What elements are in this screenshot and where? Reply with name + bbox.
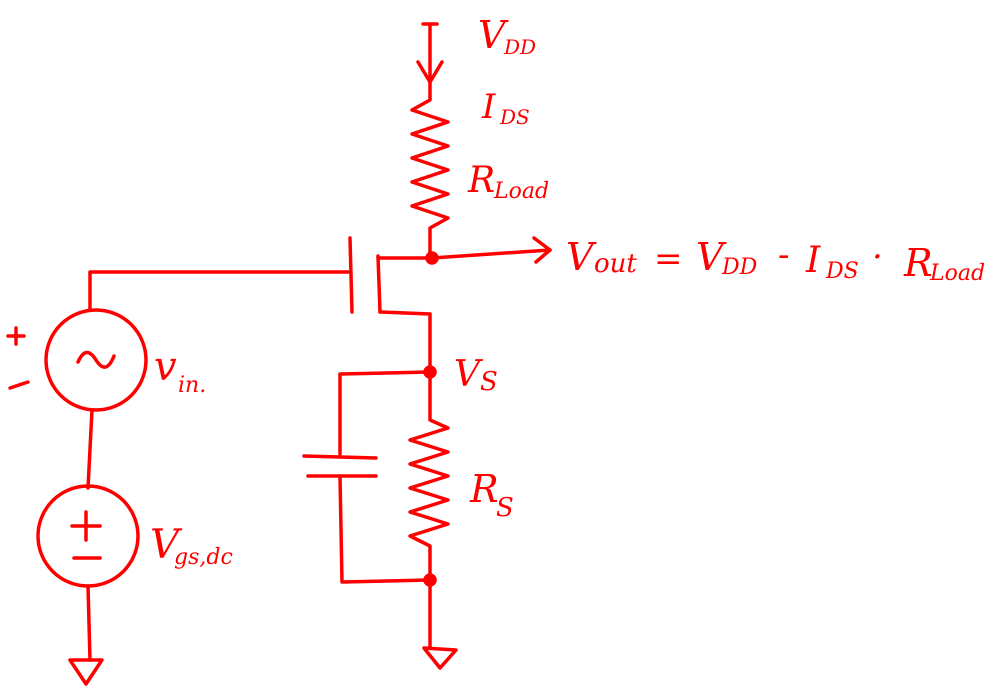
nmos-transistor-icon: [348, 236, 434, 316]
rs-resistor-icon: [408, 370, 450, 582]
ac-source-icon: [44, 308, 148, 412]
vout-minus: -: [778, 235, 790, 275]
vout-equals: =: [654, 239, 683, 279]
minus-marker: [8, 380, 30, 390]
vdd-subscript: DD: [503, 35, 536, 59]
ground-icon: [422, 578, 458, 670]
ids-label: I: [481, 87, 496, 127]
vin-label: v: [154, 344, 177, 390]
rs-label: R: [469, 467, 499, 511]
capacitor-icon: [302, 370, 432, 584]
rs-subscript: S: [496, 493, 514, 523]
rload-subscript: Load: [493, 179, 549, 204]
vs-subscript: S: [480, 367, 498, 397]
vout-ids-label: I: [805, 240, 821, 281]
output-arrow-icon: [430, 236, 552, 264]
ground-icon: [68, 584, 104, 686]
dc-source-icon: [36, 484, 140, 588]
vout-dot: ·: [872, 237, 883, 277]
vdd-label: V: [478, 13, 509, 57]
vout-ids-subscript: DS: [825, 259, 859, 284]
vgs-label: V: [150, 522, 183, 568]
vout-rload-subscript: Load: [929, 261, 985, 286]
rload-label: R: [467, 160, 495, 201]
vgs-subscript: gs,dc: [174, 545, 233, 570]
ids-subscript: DS: [499, 105, 530, 129]
vin-subscript: in.: [178, 373, 206, 398]
vout-subscript: out: [594, 249, 637, 279]
vout-vdd-subscript: DD: [721, 255, 758, 280]
vs-label: V: [454, 354, 484, 395]
vdd-arrow-icon: [416, 22, 444, 84]
circuit-wiring: [6, 22, 552, 686]
labels: V DD I DS R Load V out = V DD - I DS · R…: [150, 13, 985, 570]
vout-rload-label: R: [903, 241, 933, 285]
rload-resistor-icon: [410, 80, 450, 260]
vout-vdd-label: V: [696, 235, 727, 279]
vout-label: V: [566, 235, 597, 279]
gate-wire: [88, 270, 352, 312]
